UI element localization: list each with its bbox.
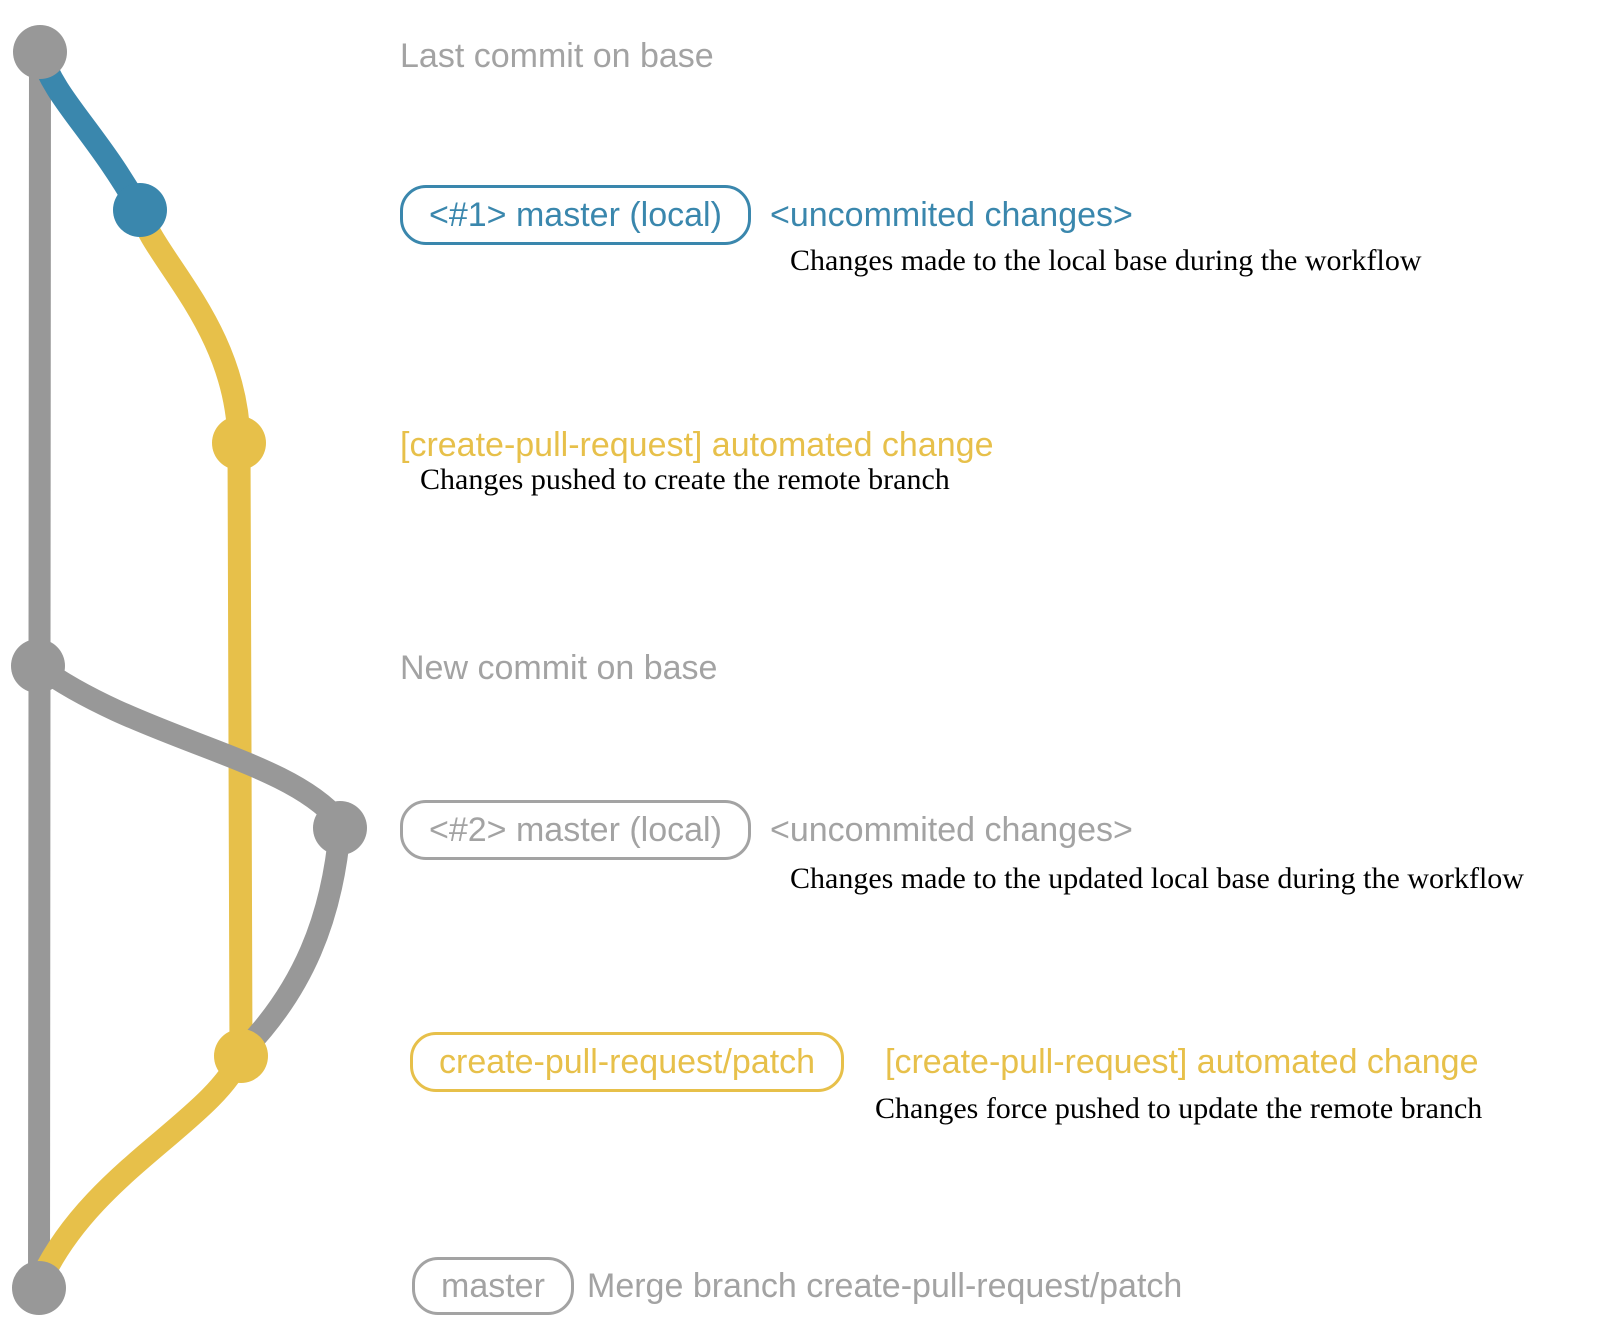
branch-badge-master-local-2: <#2> master (local) — [400, 800, 751, 860]
note-push-create: Changes pushed to create the remote bran… — [420, 463, 950, 496]
commit-node-base-new — [11, 639, 65, 693]
caption-last-commit: Last commit on base — [400, 37, 714, 75]
note-force-push: Changes force pushed to update the remot… — [875, 1092, 1483, 1125]
branch-line-patch-out — [128, 198, 251, 452]
commit-message-merge: Merge branch create-pull-request/patch — [587, 1267, 1183, 1305]
commit-node-patch-1 — [212, 416, 266, 470]
commit-message-automated-1: [create-pull-request] automated change — [400, 426, 994, 464]
branch-badge-label: <#1> master (local) — [429, 195, 722, 234]
commit-message-automated-2: [create-pull-request] automated change — [885, 1043, 1479, 1081]
note-local-changes-2: Changes made to the updated local base d… — [790, 862, 1524, 895]
branch-badge-label: create-pull-request/patch — [439, 1042, 816, 1081]
commit-message-uncommitted-1: <uncommited changes> — [770, 196, 1133, 234]
note-local-changes-1: Changes made to the local base during th… — [790, 244, 1422, 277]
commit-node-base-tip — [13, 25, 67, 79]
commit-node-local-2 — [313, 801, 367, 855]
branch-line-local-master-2-in — [233, 817, 351, 1061]
commit-node-merge — [12, 1261, 66, 1315]
branch-badge-label: master — [441, 1266, 545, 1305]
branch-badge-patch: create-pull-request/patch — [410, 1032, 845, 1092]
branch-badge-label: <#2> master (local) — [429, 810, 722, 849]
commit-node-patch-2 — [214, 1029, 268, 1083]
branch-line-local-master-2-out — [27, 655, 349, 831]
branch-line-patch-merge — [28, 1044, 253, 1294]
commit-message-uncommitted-2: <uncommited changes> — [770, 811, 1133, 849]
caption-new-commit: New commit on base — [400, 649, 718, 687]
branch-badge-master: master — [412, 1257, 574, 1315]
branch-line-local-master-1 — [28, 40, 152, 222]
commit-node-local-1 — [113, 183, 167, 237]
branch-badge-master-local-1: <#1> master (local) — [400, 185, 751, 245]
